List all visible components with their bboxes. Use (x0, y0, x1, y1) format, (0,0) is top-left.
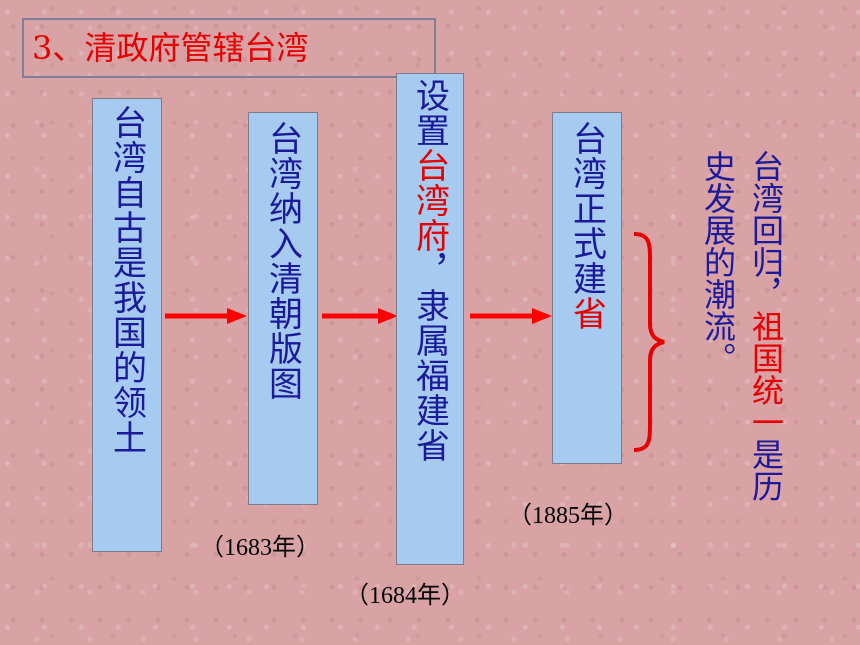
box-qing-territory-label: 台湾纳入清朝版图 (262, 121, 303, 401)
year-1885: （1885年） (508, 503, 628, 529)
arrow-right-icon (322, 308, 398, 324)
conclusion-col2: 是历史发展的潮流。 (699, 150, 785, 502)
box-taiwan-prefecture: 设置台湾府，隶属福建省 (396, 73, 464, 565)
page-title: 3、清政府管辖台湾 (22, 18, 436, 78)
curly-brace-icon (633, 232, 665, 452)
box-qing-territory: 台湾纳入清朝版图 (248, 112, 318, 505)
year-1683: （1683年） (200, 535, 320, 561)
year-1684: （1684年） (345, 583, 465, 609)
box-ancient-territory-label: 台湾自古是我国的领土 (106, 105, 147, 455)
box-province-label: 台湾正式建省 (563, 121, 612, 331)
box3-text-a: 设置 (409, 78, 450, 148)
box4-text-b: 省 (566, 296, 607, 331)
arrow-right-icon (165, 308, 247, 324)
conclusion-col1-b: 祖国统一 (747, 310, 785, 438)
box-taiwan-prefecture-label: 设置台湾府，隶属福建省 (406, 78, 455, 463)
box4-text-a: 台湾正式建 (566, 121, 607, 296)
arrow-right-icon (470, 308, 552, 324)
conclusion-text: 台湾回归，祖国统一是历史发展的潮流。 (694, 150, 790, 530)
conclusion-col1-a: 台湾回归， (747, 150, 785, 310)
box3-text-c: ，隶属福建省 (409, 253, 450, 463)
box3-text-b: 台湾府 (409, 148, 450, 253)
box-ancient-territory: 台湾自古是我国的领土 (92, 98, 162, 552)
box-province: 台湾正式建省 (552, 112, 622, 464)
